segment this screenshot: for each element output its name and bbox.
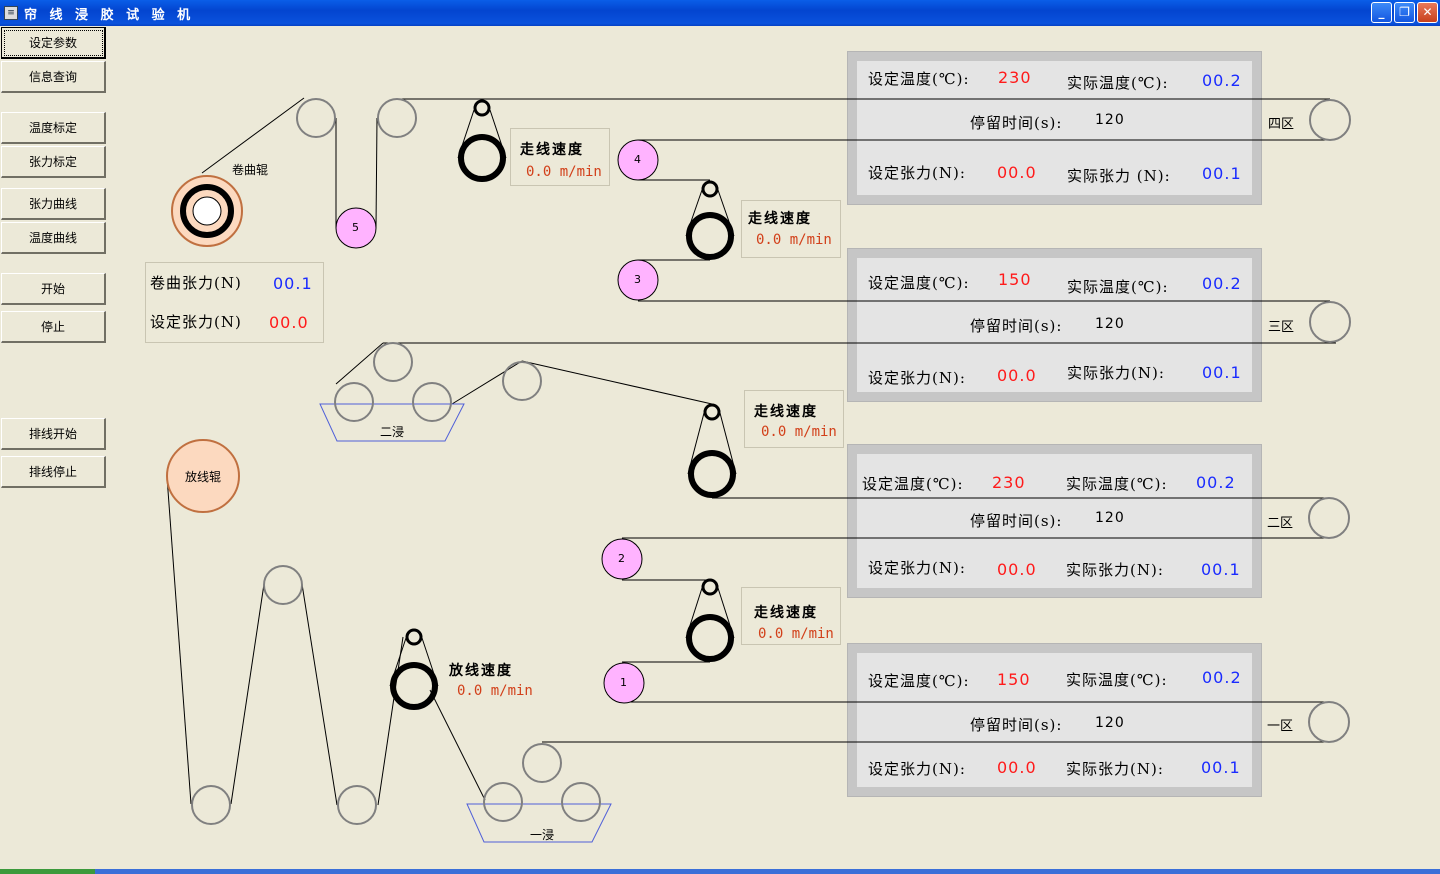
roller-number-5: 5: [352, 221, 359, 234]
roller-number-1: 1: [620, 676, 627, 689]
pay-off-roll: [166, 439, 240, 513]
zone-3-actual-tension-label: 实际张力(N):: [1067, 364, 1165, 382]
zone-1-dwell-value: 120: [1095, 715, 1125, 731]
tension-curve-button[interactable]: 张力曲线: [1, 188, 106, 220]
zone-4-actual-tension-value: 00.1: [1202, 164, 1242, 183]
stop-button[interactable]: 停止: [1, 311, 106, 343]
line-speed-1-label: 走线速度: [754, 605, 818, 621]
dip-tank-2-label: 二浸: [380, 425, 405, 439]
zone-3-set-tension-value: 00.0: [997, 366, 1037, 385]
line-speed-2-value: 0.0 m/min: [761, 424, 837, 440]
zone-4-panel: [847, 51, 1262, 205]
pay-off-roll-label: 放线辊: [185, 470, 222, 484]
zone-2-actual-temp-value: 00.2: [1196, 473, 1236, 492]
line-speed-box-2: [744, 390, 844, 448]
zone-4-dwell-value: 120: [1095, 112, 1125, 128]
zone-3-set-tension-label: 设定张力(N):: [868, 369, 966, 387]
temp-curve-button[interactable]: 温度曲线: [1, 222, 106, 254]
line-speed-box-4: [510, 128, 610, 186]
zone-2-panel: [847, 444, 1262, 598]
zone-2-set-tension-label: 设定张力(N):: [868, 559, 966, 577]
app-icon[interactable]: ≡: [4, 6, 18, 20]
zone-4-set-tension-value: 00.0: [997, 163, 1037, 182]
zone-1-panel: [847, 643, 1262, 797]
zone-1-actual-temp-value: 00.2: [1202, 668, 1242, 687]
zone-4-set-tension-label: 设定张力(N):: [868, 164, 966, 182]
zone-3-actual-temp-value: 00.2: [1202, 274, 1242, 293]
zone-4-set-temp-value: 230: [998, 68, 1032, 87]
zone-2-actual-temp-label: 实际温度(℃):: [1066, 475, 1168, 493]
zone-2-label: 二区: [1267, 516, 1294, 531]
zone-2-actual-tension-label: 实际张力(N):: [1066, 561, 1164, 579]
winding-stop-button[interactable]: 排线停止: [1, 456, 106, 488]
dip-tank-1-label: 一浸: [530, 828, 555, 842]
zone-3-actual-temp-label: 实际温度(℃):: [1067, 278, 1169, 296]
roller-number-2: 2: [618, 552, 625, 565]
taskbar-strip: [0, 869, 1440, 874]
zone-1-set-temp-value: 150: [997, 670, 1031, 689]
zone-4-set-temp-label: 设定温度(℃):: [868, 70, 970, 88]
zone-4-actual-temp-value: 00.2: [1202, 71, 1242, 90]
roller-number-4: 4: [634, 153, 641, 166]
zone-2-set-temp-value: 230: [992, 473, 1026, 492]
tension-calibration-button[interactable]: 张力标定: [1, 146, 106, 178]
zone-3-label: 三区: [1268, 320, 1295, 335]
zone-3-dwell-value: 120: [1095, 316, 1125, 332]
pay-off-speed-label: 放线速度: [449, 663, 513, 679]
winding-start-button[interactable]: 排线开始: [1, 418, 106, 450]
take-up-tension-box: [145, 262, 324, 343]
close-icon[interactable]: ✕: [1417, 2, 1438, 23]
title-bar: ≡ 帘 线 浸 胶 试 验 机 _ ❐ ✕: [0, 0, 1440, 26]
zone-2-set-temp-label: 设定温度(℃):: [862, 475, 964, 493]
line-speed-box-3: [741, 200, 841, 258]
zone-1-actual-temp-label: 实际温度(℃):: [1066, 671, 1168, 689]
zone-1-set-tension-label: 设定张力(N):: [868, 760, 966, 778]
zone-4-dwell-label: 停留时间(s):: [970, 114, 1063, 132]
line-speed-4-label: 走线速度: [520, 142, 584, 158]
winding-tension-value: 00.1: [273, 274, 313, 293]
zone-4-actual-tension-label: 实际张力 (N):: [1067, 167, 1171, 185]
temp-calibration-button[interactable]: 温度标定: [1, 112, 106, 144]
minimize-icon[interactable]: _: [1371, 2, 1392, 23]
roller-number-3: 3: [634, 273, 641, 286]
zone-2-dwell-value: 120: [1095, 510, 1125, 526]
line-speed-3-label: 走线速度: [748, 211, 812, 227]
pay-off-speed-value: 0.0 m/min: [457, 683, 533, 699]
take-up-set-tension-value: 00.0: [269, 313, 309, 332]
start-button[interactable]: 开始: [1, 273, 106, 305]
set-params-button[interactable]: 设定参数: [1, 27, 106, 59]
zone-3-set-temp-label: 设定温度(℃):: [868, 274, 970, 292]
take-up-roll-label: 卷曲辊: [232, 163, 269, 177]
line-speed-4-value: 0.0 m/min: [526, 164, 602, 180]
window-title: 帘 线 浸 胶 试 验 机: [24, 7, 195, 23]
zone-1-label: 一区: [1267, 719, 1294, 734]
zone-3-actual-tension-value: 00.1: [1202, 363, 1242, 382]
zone-1-set-tension-value: 00.0: [997, 758, 1037, 777]
zone-4-actual-temp-label: 实际温度(℃):: [1067, 74, 1169, 92]
zone-3-panel: [847, 248, 1262, 402]
line-speed-2-label: 走线速度: [754, 404, 818, 420]
restore-icon[interactable]: ❐: [1394, 2, 1415, 23]
take-up-set-tension-label: 设定张力(N): [150, 313, 242, 331]
line-speed-3-value: 0.0 m/min: [756, 232, 832, 248]
info-query-button[interactable]: 信息查询: [1, 61, 106, 93]
zone-2-set-tension-value: 00.0: [997, 560, 1037, 579]
zone-1-dwell-label: 停留时间(s):: [970, 716, 1063, 734]
line-speed-box-1: [741, 587, 841, 645]
winding-tension-label: 卷曲张力(N): [150, 274, 242, 292]
zone-4-label: 四区: [1268, 117, 1295, 132]
zone-1-actual-tension-value: 00.1: [1201, 758, 1241, 777]
zone-1-actual-tension-label: 实际张力(N):: [1066, 760, 1164, 778]
zone-2-dwell-label: 停留时间(s):: [970, 512, 1063, 530]
zone-1-set-temp-label: 设定温度(℃):: [868, 672, 970, 690]
line-speed-1-value: 0.0 m/min: [758, 626, 834, 642]
zone-3-set-temp-value: 150: [998, 270, 1032, 289]
zone-2-actual-tension-value: 00.1: [1201, 560, 1241, 579]
zone-3-dwell-label: 停留时间(s):: [970, 317, 1063, 335]
